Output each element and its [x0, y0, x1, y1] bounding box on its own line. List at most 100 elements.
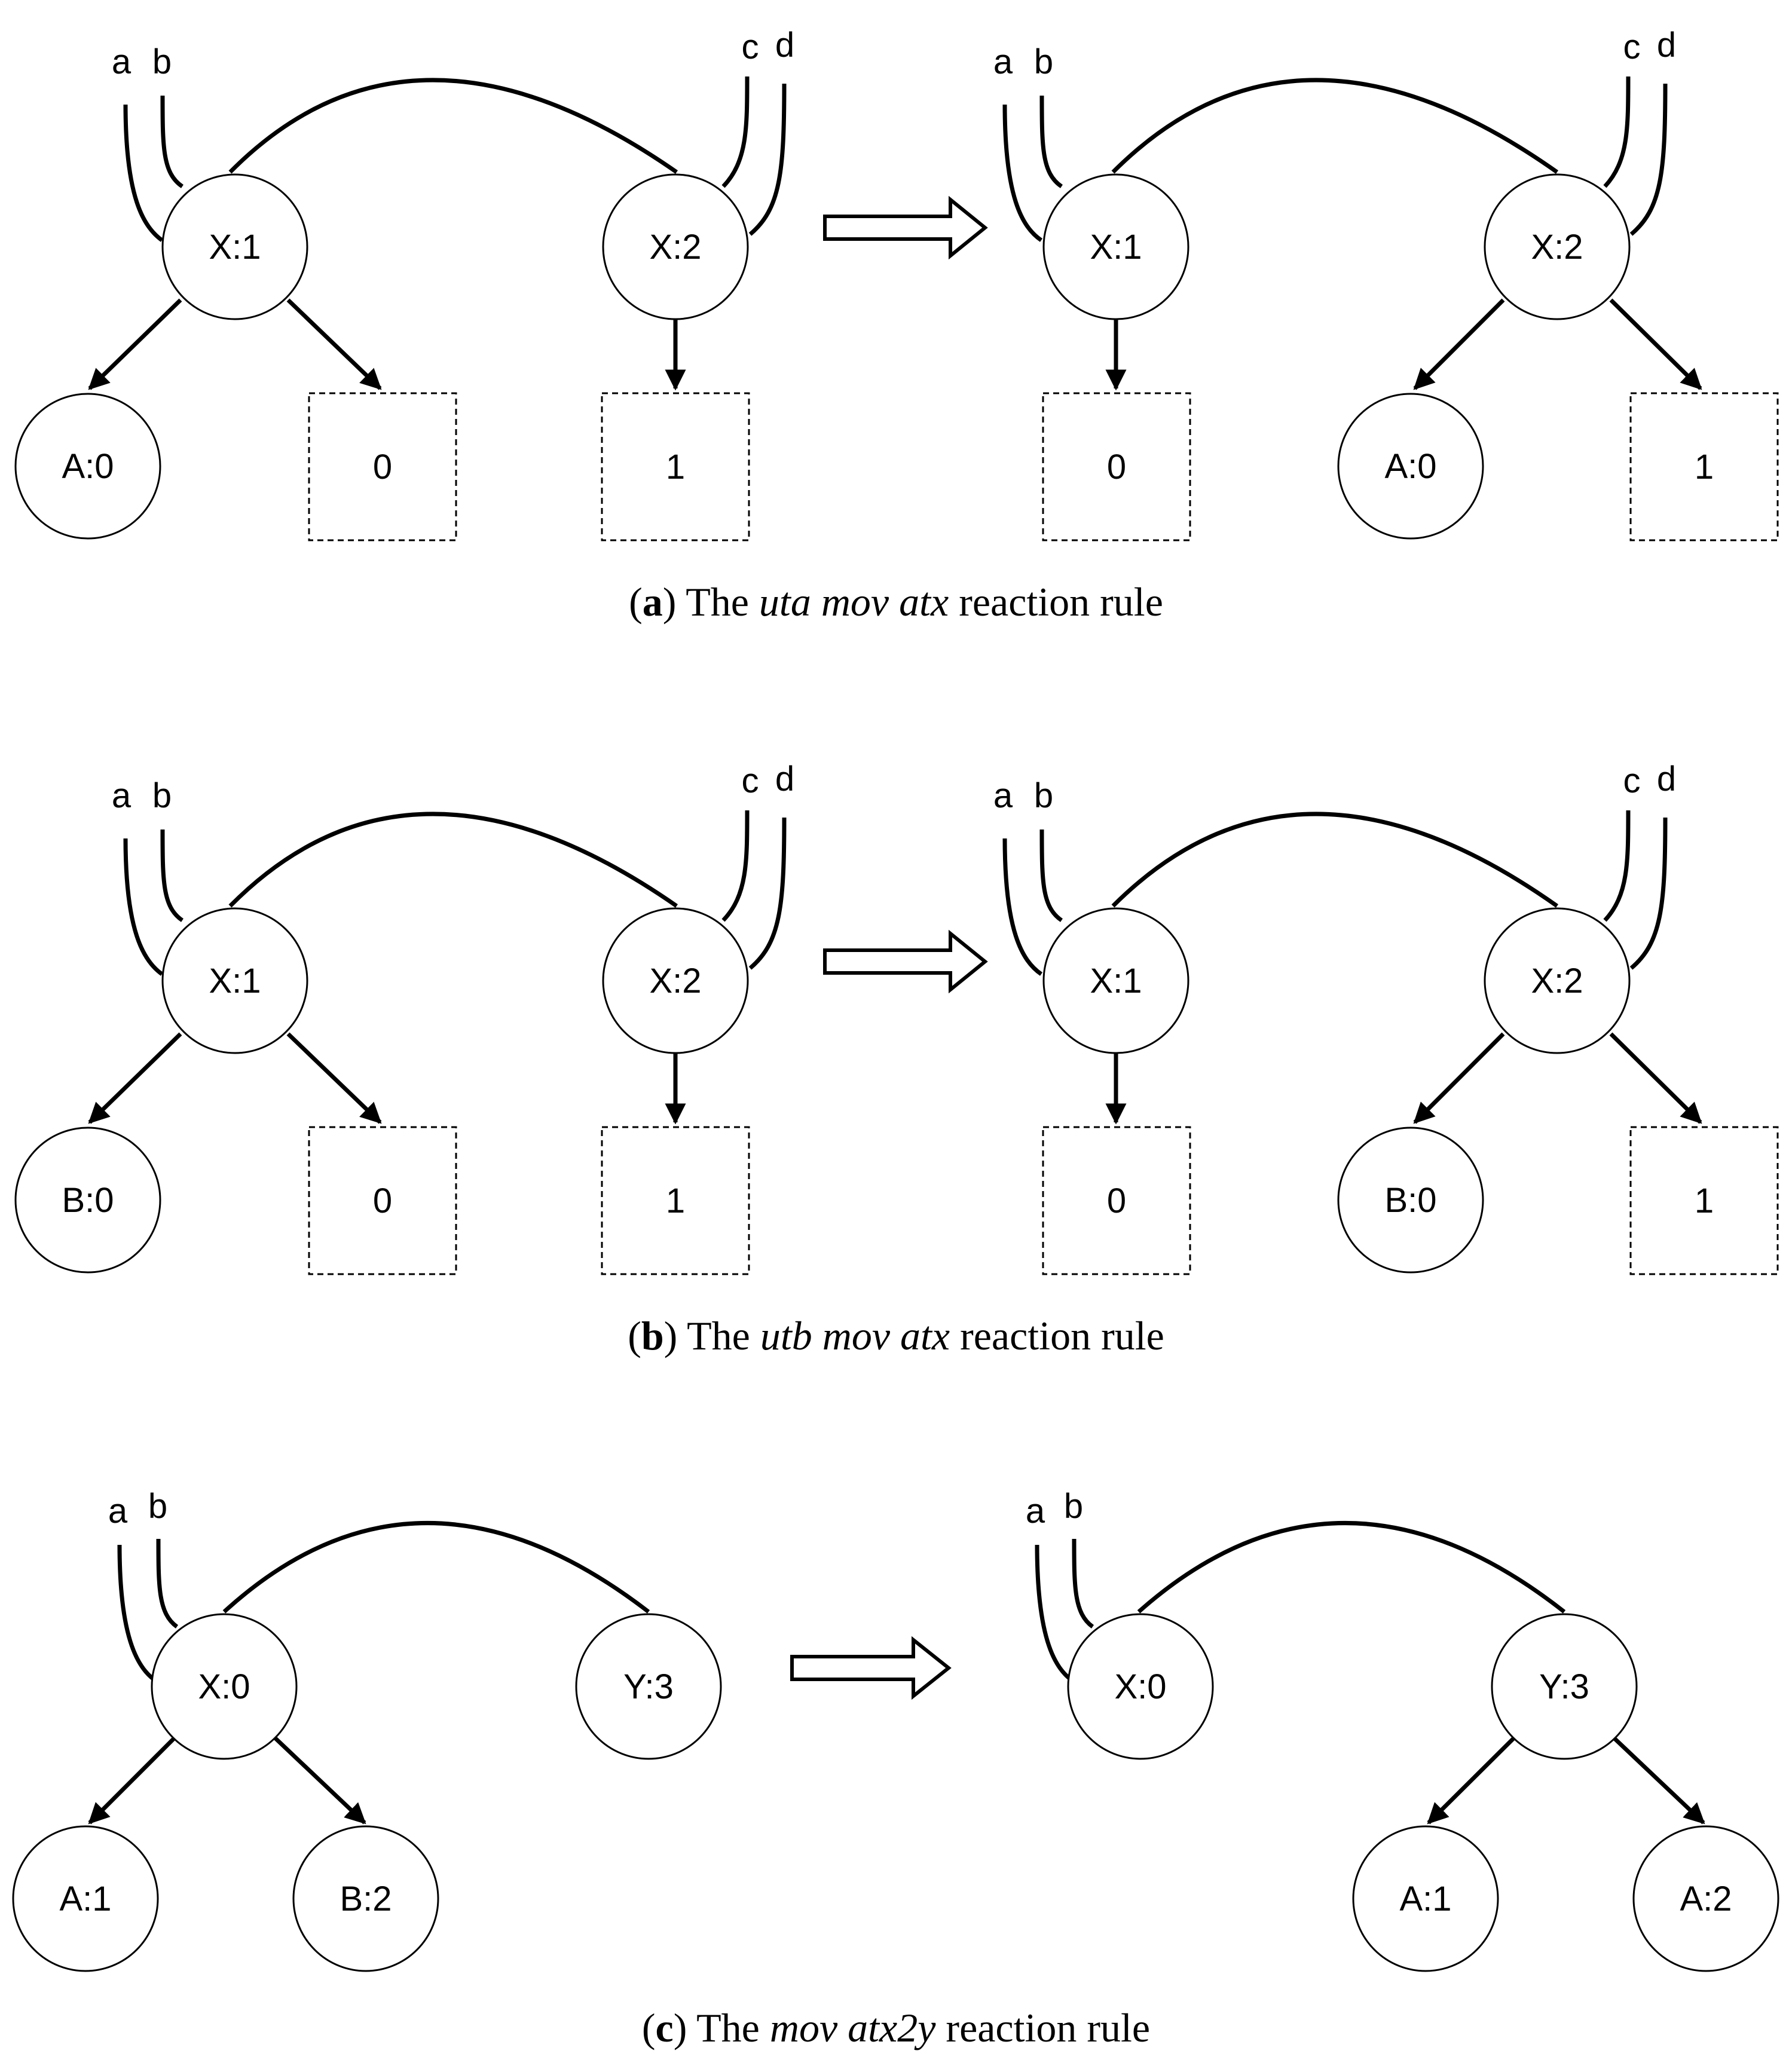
caption: (a) The uta mov atx reaction rule [629, 579, 1163, 625]
link-label: a [112, 776, 132, 815]
link-a-wire [1002, 104, 1043, 242]
link-label: a [993, 776, 1013, 815]
site-label: 1 [1695, 448, 1714, 486]
node-label: X:2 [1531, 228, 1583, 267]
link-c-wire [721, 76, 750, 188]
edge [1413, 1032, 1505, 1124]
node-label: X:0 [1114, 1667, 1166, 1706]
node-label: Y:3 [623, 1667, 674, 1706]
caption-post: reaction rule [950, 1313, 1164, 1358]
edge [1427, 1736, 1516, 1825]
node-label: X:0 [198, 1667, 250, 1706]
panel-b: a b c d X:1 X:2 B:0 0 1 a b [14, 760, 1779, 1358]
link-b-wire [1039, 95, 1063, 188]
edge [286, 298, 382, 390]
link-label: b [152, 776, 172, 815]
link-label: a [108, 1492, 128, 1531]
site-0 [1042, 1126, 1191, 1275]
panel-c-lhs: a b X:0 Y:3 A:1 B:2 [12, 1487, 722, 1972]
link-label: c [742, 27, 759, 66]
site-label: 0 [1107, 448, 1126, 486]
node-label: X:1 [209, 962, 261, 1000]
link-d-wire [748, 817, 787, 970]
panel-a-lhs: a b c d X:1 X:2 A:0 0 1 [14, 26, 794, 541]
link-label: b [1064, 1487, 1083, 1526]
link-label: b [1034, 42, 1053, 81]
link-label: d [775, 26, 794, 65]
node-x2 [1484, 173, 1631, 320]
link-b-wire [156, 1538, 179, 1629]
node-label: X:1 [1090, 962, 1142, 1000]
link-label: d [775, 760, 794, 798]
node-y3 [1491, 1613, 1638, 1760]
link-label: b [148, 1487, 167, 1526]
node-label: X:2 [1531, 962, 1583, 1000]
site-0 [308, 1126, 457, 1275]
node-label: X:1 [1090, 228, 1142, 267]
link-a-wire [123, 838, 164, 976]
site-label: 0 [373, 448, 392, 486]
edge [1609, 1032, 1702, 1124]
reaction-arrow [790, 1636, 952, 1700]
node-x2 [602, 907, 749, 1054]
link-b-wire [1039, 829, 1063, 922]
caption-letter: b [641, 1313, 664, 1358]
link-edge [1111, 78, 1559, 174]
edge [273, 1736, 366, 1825]
reaction-arrow [823, 929, 988, 994]
node-label: X:2 [649, 962, 701, 1000]
node-y3 [575, 1613, 722, 1760]
node-label: X:1 [209, 228, 261, 267]
link-a-wire [117, 1544, 157, 1682]
link-label: a [112, 42, 132, 81]
node-x1 [161, 173, 308, 320]
site-1 [601, 392, 750, 541]
edge [1609, 298, 1702, 390]
link-a-wire [1002, 838, 1043, 976]
site-label: 1 [666, 1182, 685, 1220]
link-edge [222, 1521, 650, 1614]
link-c-wire [1603, 810, 1631, 922]
site-0 [1042, 392, 1191, 541]
link-a-wire [123, 104, 164, 242]
panel-a-rhs: a b c d X:1 X:2 0 A:0 1 [993, 26, 1779, 541]
site-label: 1 [666, 448, 685, 486]
link-d-wire [748, 83, 787, 236]
link-b-wire [1072, 1538, 1094, 1629]
caption-pre: The [687, 2005, 770, 2050]
link-label: b [1034, 776, 1053, 815]
site-label: 0 [373, 1182, 392, 1220]
node-x2 [602, 173, 749, 320]
node-label: B:2 [340, 1880, 392, 1918]
link-a-wire [1035, 1544, 1074, 1682]
link-c-wire [721, 810, 750, 922]
node-label: A:1 [1399, 1880, 1451, 1918]
caption-rule: utb mov atx [760, 1313, 950, 1358]
caption-letter: a [643, 579, 663, 625]
caption-rule: mov atx2y [770, 2005, 936, 2050]
node-label: A:2 [1680, 1880, 1732, 1918]
reaction-arrow [823, 195, 988, 260]
node-label: A:0 [1384, 447, 1436, 486]
caption-rule: uta mov atx [759, 579, 949, 625]
link-label: c [1623, 27, 1641, 66]
edge [88, 298, 182, 390]
site-label: 0 [1107, 1182, 1126, 1220]
edge [1413, 298, 1505, 390]
caption-post: reaction rule [935, 2005, 1150, 2050]
node-label: A:0 [62, 447, 114, 486]
node-label: B:0 [62, 1181, 114, 1220]
link-label: a [993, 42, 1013, 81]
node-x1 [161, 907, 308, 1054]
site-label: 1 [1695, 1182, 1714, 1220]
caption-letter: c [656, 2005, 674, 2050]
link-edge [228, 78, 678, 174]
link-edge [1137, 1521, 1566, 1614]
node-a1 [1352, 1825, 1499, 1972]
node-child [14, 1127, 161, 1274]
edge [286, 1032, 382, 1124]
link-label: a [1026, 1492, 1045, 1531]
link-c-wire [1603, 76, 1631, 188]
node-a1 [12, 1825, 159, 1972]
node-x0 [151, 1613, 298, 1760]
